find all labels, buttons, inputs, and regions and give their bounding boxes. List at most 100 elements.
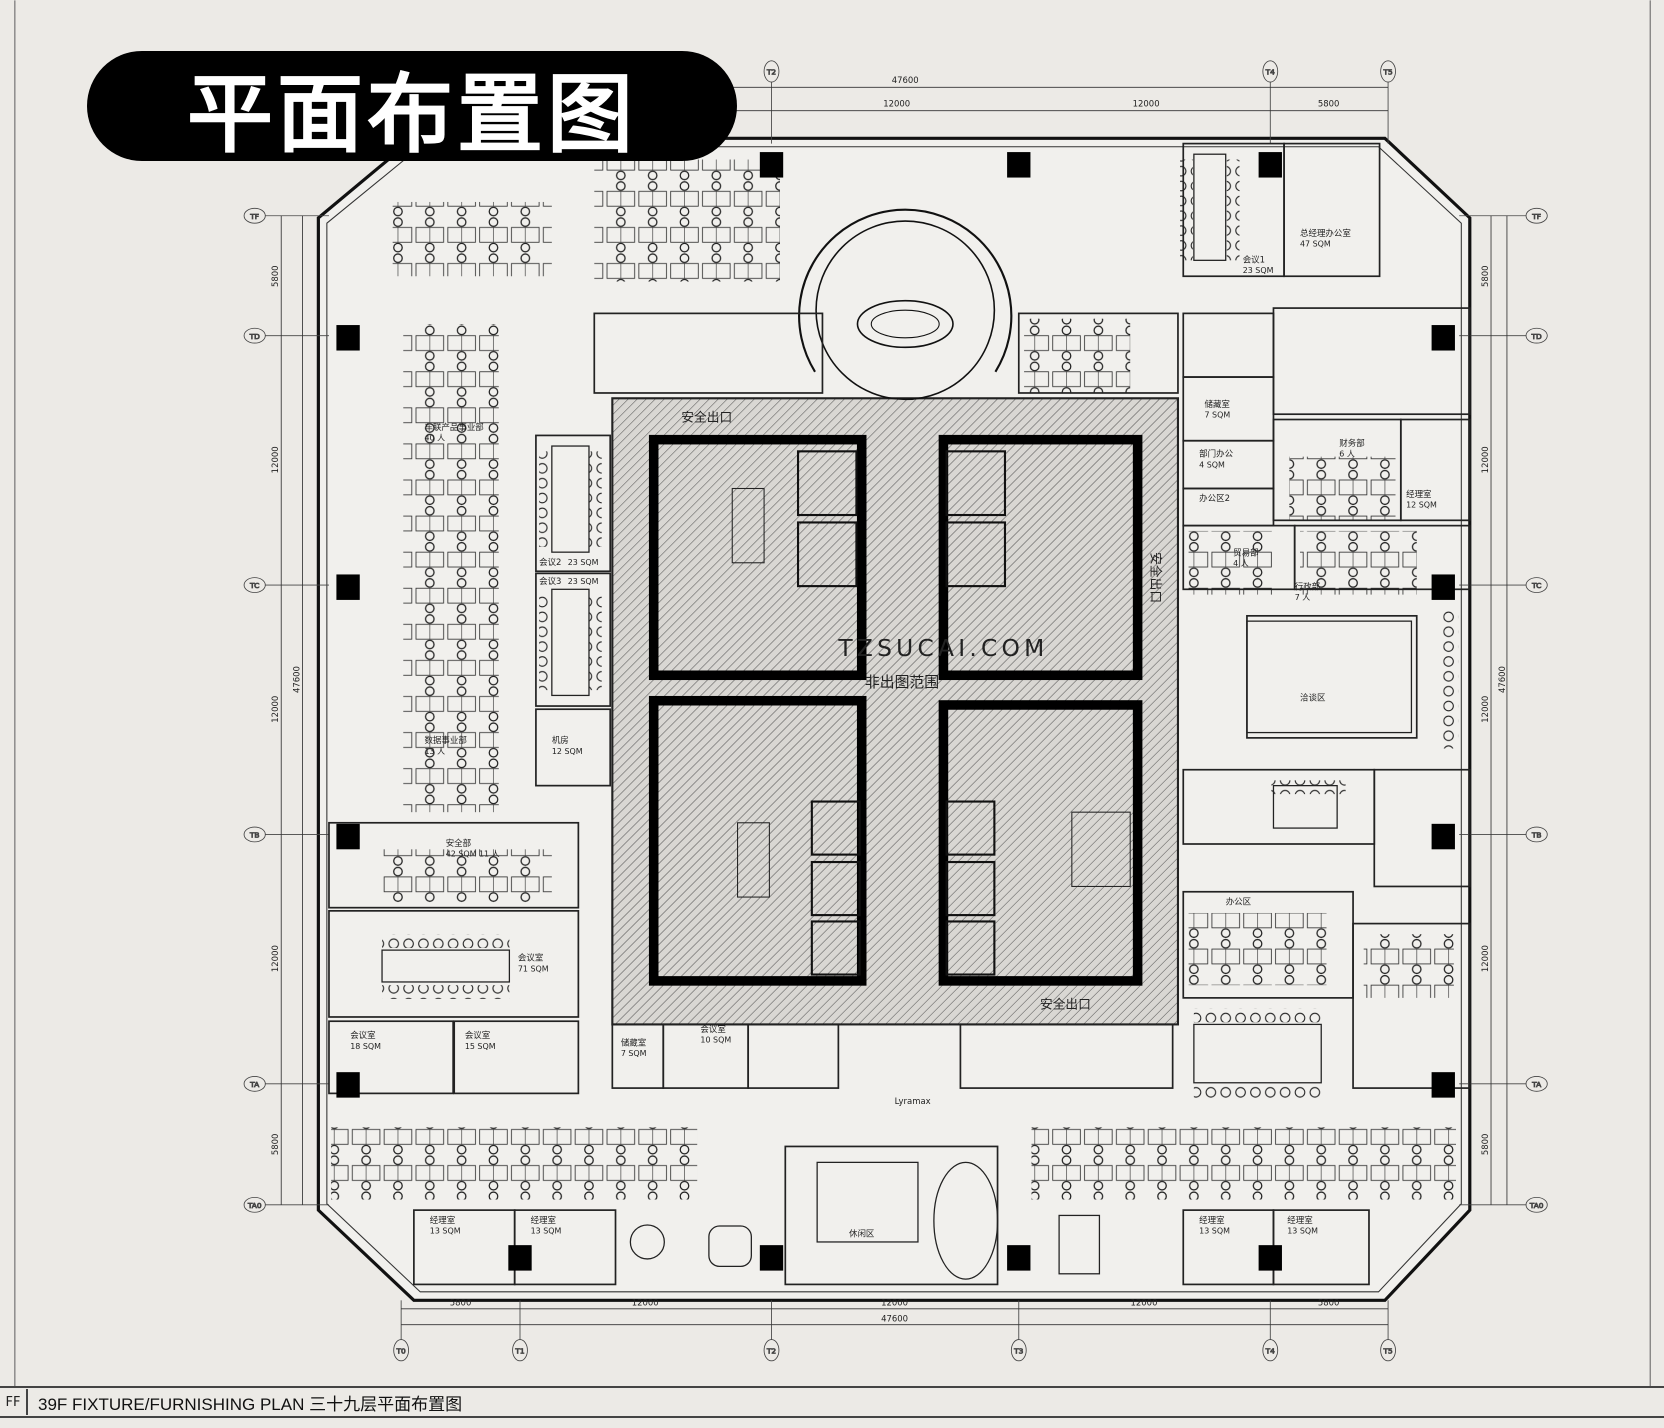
grid-label-row: TC <box>249 581 259 590</box>
room-outline <box>535 708 612 787</box>
room-area: 71 SQM <box>518 964 549 973</box>
grid-label-col: T1 <box>514 1346 525 1355</box>
grid-bubble <box>512 1339 528 1362</box>
room-name: 车联产品事业部 <box>424 422 484 432</box>
column <box>336 574 360 600</box>
grid-bubble <box>243 577 266 593</box>
room-name: 安全部 <box>446 838 472 848</box>
grid-bubble <box>1525 207 1548 224</box>
core-blocks <box>648 434 1143 986</box>
room-name: 会议3 <box>539 576 561 586</box>
room-name: 会议1 <box>1243 254 1265 264</box>
room-area: 12 SQM <box>1406 501 1437 510</box>
room-area: 7 SQM <box>1204 410 1230 419</box>
room-name: 机房 <box>552 735 569 745</box>
room-outline <box>747 1023 840 1089</box>
room-name: 财务部 <box>1339 438 1365 448</box>
room-area: 40 人 <box>424 434 445 443</box>
grid-bubble <box>393 1339 409 1362</box>
dim-total-bottom: 47600 <box>881 1314 908 1324</box>
grid-bubble <box>243 826 266 843</box>
dim-segment-right: 12000 <box>1480 446 1490 473</box>
core-block-top-left <box>648 434 867 681</box>
room-name: 部门办公 <box>1199 449 1233 459</box>
grid-bubble <box>243 327 266 344</box>
dim-segment-bottom: 5800 <box>1318 1298 1340 1308</box>
room-area: 13 SQM <box>1287 1226 1318 1235</box>
grid-label-col: T0 <box>396 1346 407 1355</box>
workstations-right-office <box>1188 912 1327 986</box>
room-name: 经理室 <box>430 1215 455 1225</box>
grid-label-row: TF <box>249 212 259 221</box>
room-name: 数据事业部 <box>424 735 467 745</box>
room-area: 23 SQM <box>568 577 599 586</box>
room-area: 47 SQM <box>1300 240 1331 249</box>
dim-segment-right: 5800 <box>1480 265 1490 287</box>
room-area: 13 人 <box>424 747 445 756</box>
room-area: 6 人 <box>1339 450 1355 459</box>
workstations-safety <box>382 849 552 903</box>
room-name: 经理室 <box>1199 1215 1224 1225</box>
dimension-lines: 47600 12000 12000 5800 5800 12000 12000 12000 58… <box>270 75 1508 1326</box>
room-area: 10 SQM <box>700 1035 731 1044</box>
elevator-cars <box>796 450 1007 976</box>
grid-label-row: TA <box>1531 1080 1541 1089</box>
room-outline <box>328 821 580 909</box>
room-name: 会议2 <box>539 557 561 567</box>
room-area: 13 SQM <box>531 1226 562 1235</box>
dim-total-top: 47600 <box>892 75 919 85</box>
dim-total-right: 47600 <box>1497 666 1507 693</box>
column <box>1431 325 1455 351</box>
room-outline <box>1017 312 1179 394</box>
room-name: 会议室 <box>350 1030 375 1040</box>
column <box>1007 1245 1031 1271</box>
dim-segment-bottom: 12000 <box>632 1298 659 1308</box>
room-name: 总经理办公室 <box>1300 228 1351 238</box>
caption-tag: FF <box>0 1389 28 1415</box>
column <box>759 152 784 178</box>
dim-segment-top: 12000 <box>883 98 910 108</box>
page-title: 平面布置图 <box>187 64 637 165</box>
room-area: 15 SQM <box>465 1042 496 1051</box>
workstations-right-lower <box>1363 934 1454 998</box>
dim-segment-right: 5800 <box>1480 1134 1490 1156</box>
column <box>1431 574 1455 600</box>
room-name: 办公区2 <box>1199 493 1230 503</box>
grid-label-row: TB <box>1531 831 1542 840</box>
column <box>1431 823 1455 850</box>
grid-label-col: T3 <box>1013 1346 1024 1355</box>
workstations-bottom-left <box>331 1127 698 1200</box>
drawing-caption: FF 39F FIXTURE/FURNISHING PLAN 三十九层平面布置图 <box>0 1386 1664 1418</box>
dim-segment-bottom: 5800 <box>450 1298 472 1308</box>
workstations-right-a <box>1289 456 1396 521</box>
room-name: 经理室 <box>1287 1215 1312 1225</box>
dim-segment-right: 12000 <box>1480 696 1490 723</box>
dim-segment-right: 12000 <box>1480 945 1490 972</box>
column <box>1431 1072 1455 1098</box>
room-outline <box>1373 768 1471 888</box>
room-outline <box>959 1023 1174 1089</box>
building-inner-wall <box>326 146 1462 1293</box>
room-name: 经理室 <box>531 1215 556 1225</box>
exit-label-bottom: 安全出口 <box>1040 996 1091 1012</box>
grid-bubble <box>1525 577 1548 593</box>
core-area <box>611 397 1180 1026</box>
exit-label-top: 安全出口 <box>681 410 732 426</box>
exit-label-side: 安全出口 <box>1147 552 1163 603</box>
title-badge: 平面布置图 <box>87 51 737 165</box>
grid-label-col-top: T5 <box>1382 68 1393 77</box>
grid-label-col: T5 <box>1382 1346 1393 1355</box>
workstations-left <box>403 324 499 813</box>
workstations-top-left-b <box>594 159 780 282</box>
dim-total-left: 47600 <box>291 666 301 693</box>
room-name: 行政部 <box>1295 581 1321 591</box>
grid-bubble <box>763 60 780 83</box>
grid-bubble <box>1010 1339 1027 1362</box>
workstations-top-mid <box>1024 318 1131 393</box>
room-outline <box>328 910 580 1018</box>
grid-label-row: TB <box>249 831 260 840</box>
watermark: TZSUCAI.COM <box>837 634 1048 662</box>
room-name: 洽谈区 <box>1300 693 1326 703</box>
